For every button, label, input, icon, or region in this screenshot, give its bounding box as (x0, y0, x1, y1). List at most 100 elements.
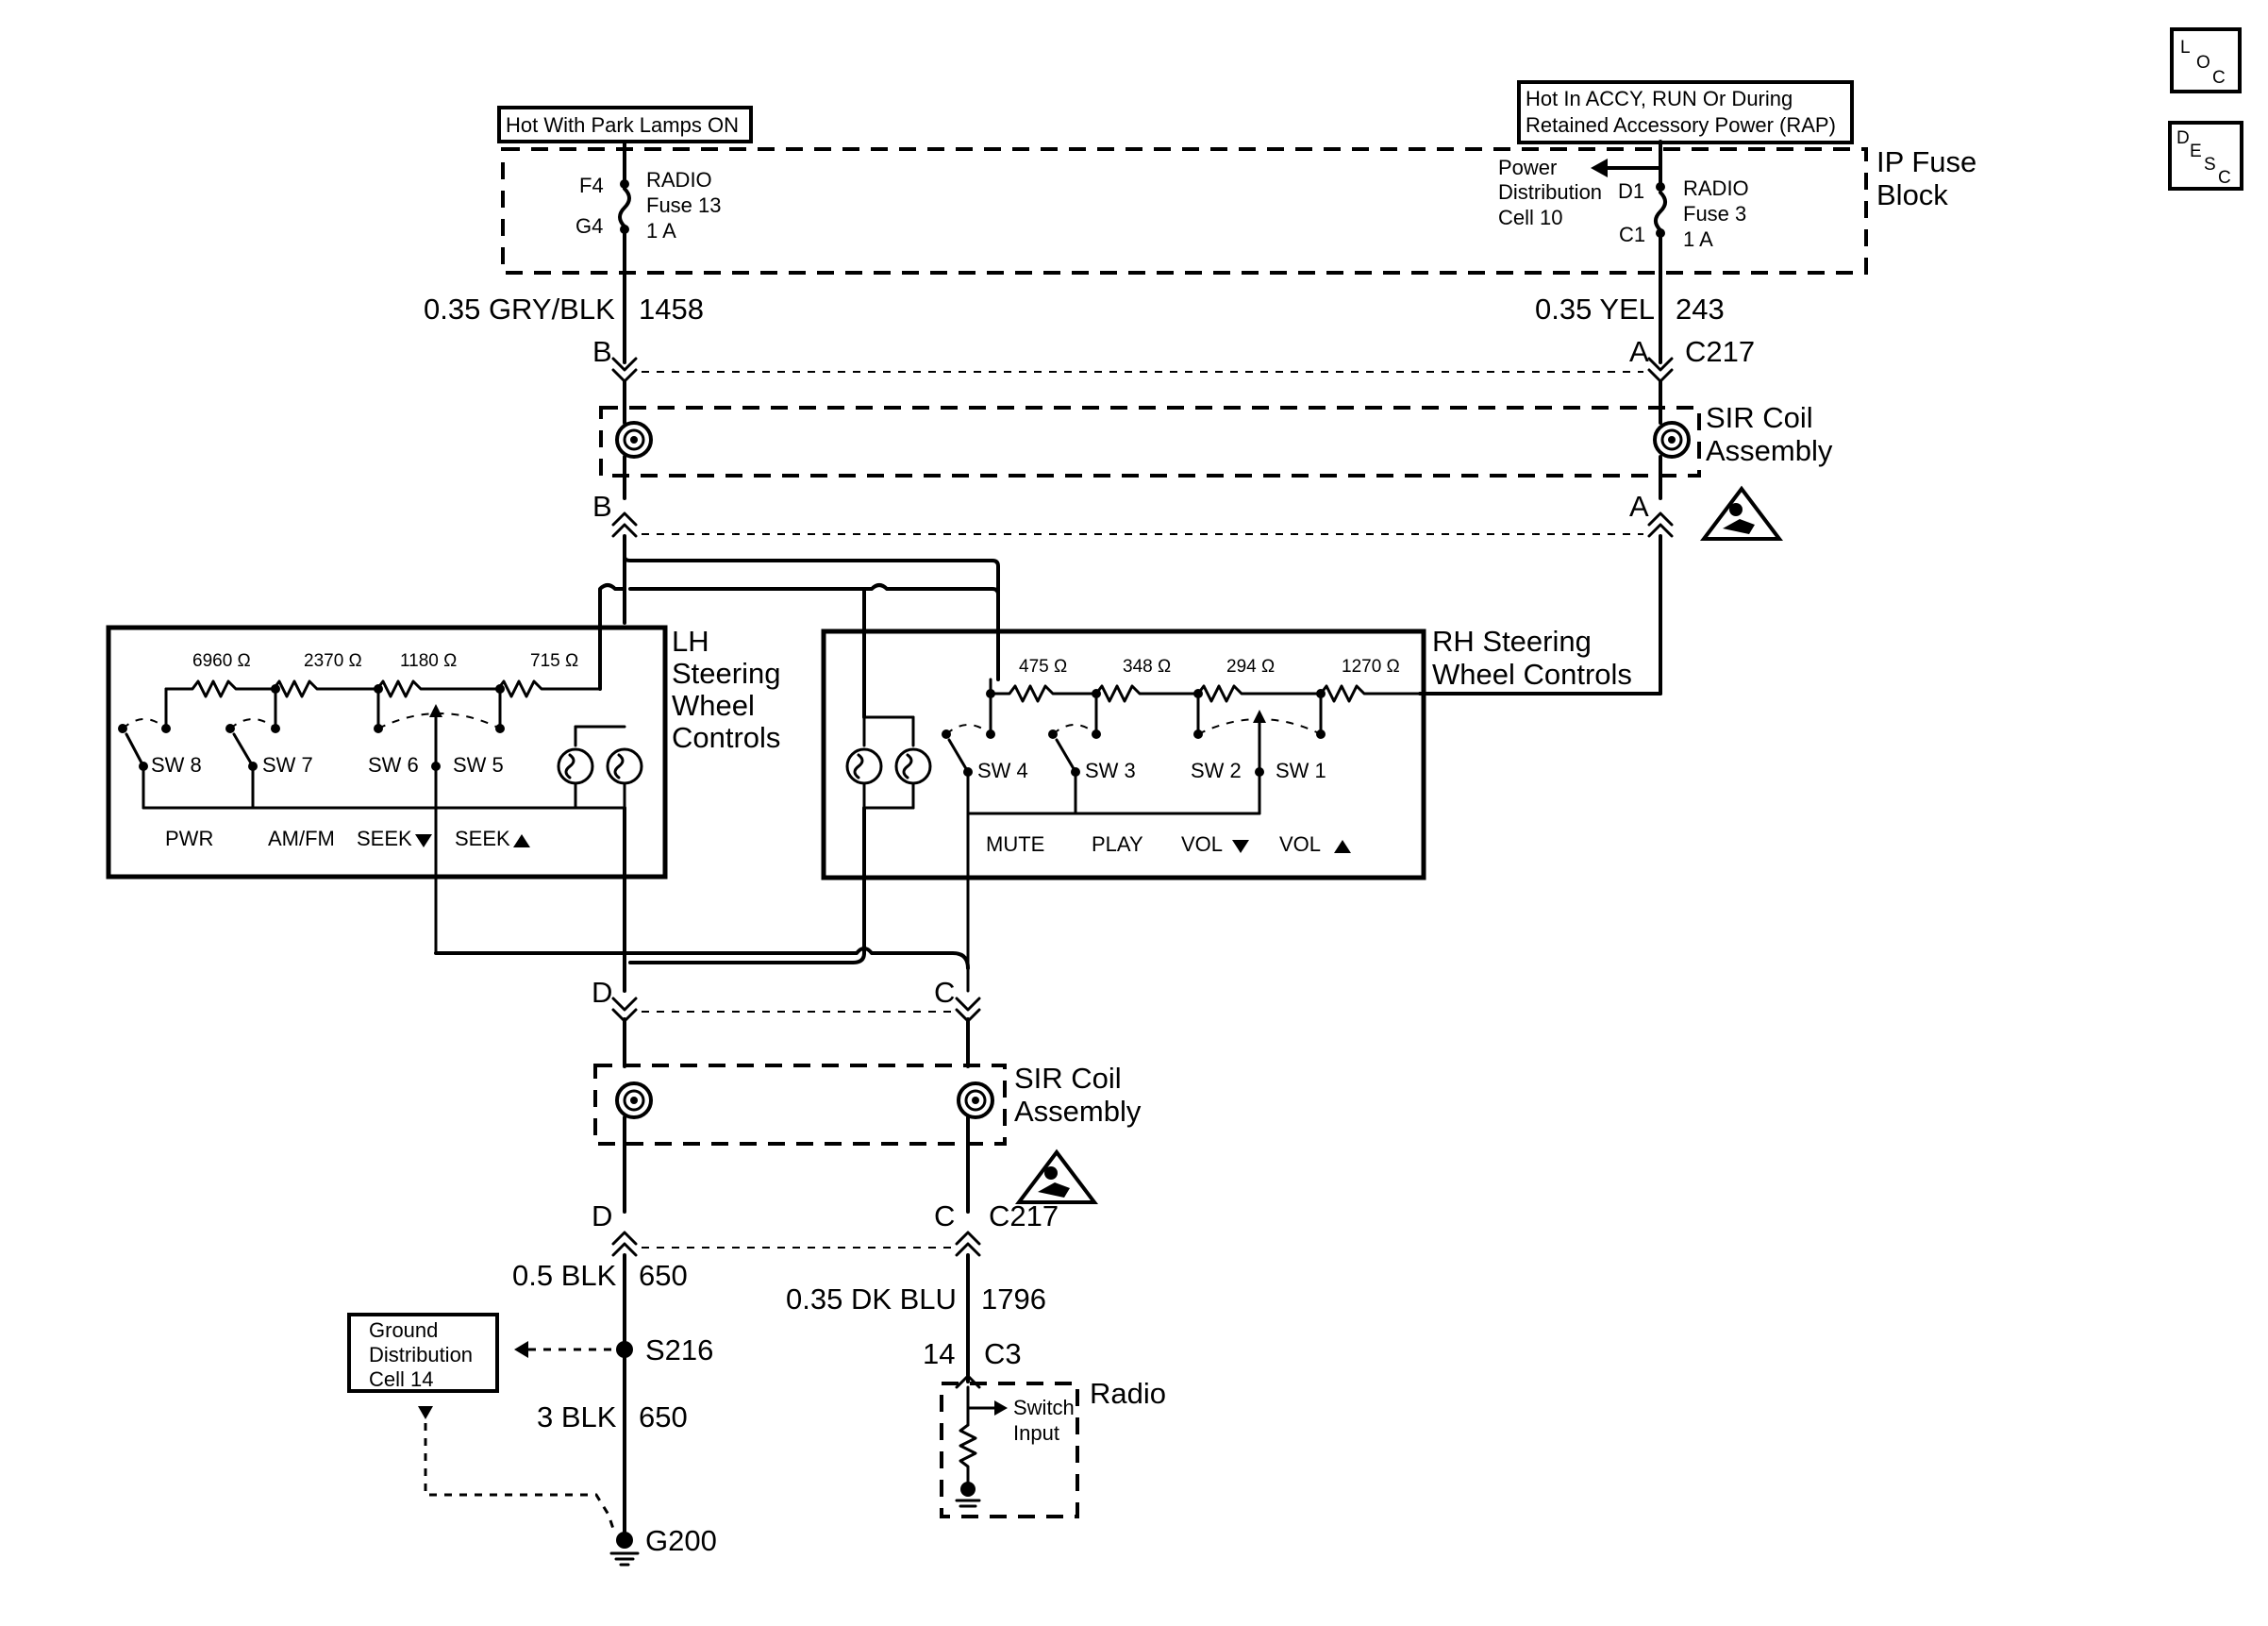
loc-letter-2: O (2196, 53, 2210, 73)
loc-button[interactable]: L O C (2170, 27, 2242, 93)
wire-1458-gauge: 0.35 GRY/BLK (424, 293, 615, 326)
ip-fuse-block-label-line2: Block (1876, 178, 1948, 211)
rh-title-line1: RH Steering (1432, 625, 1592, 658)
ip-fuse-block-outline (501, 147, 1868, 275)
seek-down-arrow-icon (415, 834, 432, 847)
desc-button[interactable]: D E S C (2168, 121, 2243, 191)
wire-243-gauge: 0.35 YEL (1535, 293, 1655, 326)
lh-resistor-3: 1180 Ω (400, 651, 457, 671)
lh-switch-8: SW 8 (151, 753, 202, 777)
accy-label-line1: Hot In ACCY, RUN Or During (1526, 87, 1793, 110)
c217-connector-lower-top (611, 997, 981, 1068)
wire-650-upper-circuit: 650 (639, 1259, 688, 1292)
lh-title-line4: Controls (672, 721, 780, 754)
accy-label-line2: Retained Accessory Power (RAP) (1526, 113, 1836, 137)
accy-label-box: Hot In ACCY, RUN Or During Retained Acce… (1517, 80, 1854, 144)
loc-letter-1: L (2180, 38, 2191, 58)
wire-650-lower-circuit: 650 (639, 1400, 688, 1433)
wire-650-lower-gauge: 3 BLK (537, 1400, 617, 1433)
lh-switch-7: SW 7 (262, 753, 313, 777)
c217-label-top: C217 (1685, 335, 1755, 368)
fuse-3-pin-bottom: C1 (1619, 223, 1645, 246)
rh-function-vol-down: VOL (1181, 832, 1223, 856)
c217-pin-a-top: A (1629, 335, 1649, 368)
lh-resistor-2: 2370 Ω (304, 651, 362, 671)
lh-switches (118, 704, 577, 955)
sir-coil-assembly-top-outline (599, 406, 1701, 478)
sir-coil-top-label-line1: SIR Coil (1706, 401, 1813, 434)
c217-pin-b-bottom: B (592, 490, 612, 523)
park-lamps-label-box: Hot With Park Lamps ON (497, 106, 753, 143)
rh-resistor-3: 294 Ω (1226, 657, 1275, 677)
power-dist-line2: Distribution (1498, 180, 1602, 204)
desc-letter-3: S (2204, 155, 2216, 175)
sir-coil-lower-right-icon (957, 1081, 994, 1214)
desc-letter-1: D (2176, 128, 2190, 148)
ground-distribution-reference[interactable]: Ground Distribution Cell 14 (347, 1313, 499, 1393)
c217-pin-c-top: C (934, 976, 955, 1009)
rh-resistor-4: 1270 Ω (1342, 657, 1400, 677)
ground-dist-line1: Ground (369, 1318, 438, 1342)
wire-243-circuit: 243 (1676, 293, 1725, 326)
fuse-13-label-line3: 1 A (646, 219, 676, 243)
desc-letter-4: C (2218, 168, 2231, 188)
sir-coil-assembly-lower-outline (593, 1064, 1007, 1146)
radio-switch-input-line2: Input (1013, 1421, 1059, 1445)
power-distribution-reference[interactable]: Power Distribution Cell 10 (1498, 156, 1662, 229)
rh-steering-wheel-controls-box (821, 629, 1426, 880)
airbag-warning-icon-lower (1014, 1148, 1099, 1204)
c217-connector-top (611, 357, 1674, 383)
ground-dist-line2: Distribution (369, 1343, 473, 1366)
fuse-13-label-line1: RADIO (646, 168, 712, 192)
c217-label-lower: C217 (989, 1199, 1059, 1232)
c217-pin-c-bottom: C (934, 1199, 955, 1232)
rh-switch-3: SW 3 (1085, 759, 1136, 782)
c217-connector-top-lower (611, 511, 1674, 538)
vol-up-arrow-icon (1334, 840, 1351, 853)
lh-resistor-4: 715 Ω (530, 651, 578, 671)
vol-down-arrow-icon (1232, 840, 1249, 853)
fuse-3-label-line1: RADIO (1683, 176, 1749, 200)
lh-function-seek-down: SEEK (357, 827, 412, 850)
rh-lamps (845, 715, 932, 810)
sir-coil-top-left-icon (615, 379, 653, 500)
rh-switches (942, 710, 1326, 993)
radio-switch-input-circuit (955, 1385, 1008, 1508)
c217-pin-b-top: B (592, 335, 612, 368)
lh-resistor-ladder (164, 621, 602, 730)
airbag-warning-icon-top (1699, 485, 1784, 541)
sir-coil-lower-label-line1: SIR Coil (1014, 1062, 1122, 1095)
ground-g200-label: G200 (645, 1524, 717, 1557)
rh-resistor-2: 348 Ω (1123, 657, 1171, 677)
lh-steering-wheel-controls-box (106, 625, 668, 880)
lh-resistor-1: 6960 Ω (192, 651, 251, 671)
ip-fuse-block-label-line1: IP Fuse (1876, 145, 1976, 178)
radio-fuse-13: F4 G4 RADIO Fuse 13 1 A (575, 140, 722, 243)
rh-switch-1: SW 1 (1276, 759, 1326, 782)
radio-outline (940, 1382, 1079, 1518)
lh-function-pwr: PWR (165, 827, 213, 850)
lh-switch-6: SW 6 (368, 753, 419, 777)
fuse-3-pin-top: D1 (1618, 179, 1644, 203)
wire-1796-gauge: 0.35 DK BLU (786, 1282, 957, 1316)
ground-g200-icon (609, 1532, 640, 1567)
radio-switch-input-line1: Switch (1013, 1396, 1075, 1419)
c217-pin-d-bottom: D (592, 1199, 612, 1232)
sir-coil-top-label-line2: Assembly (1706, 434, 1833, 467)
splice-s216-label: S216 (645, 1333, 713, 1366)
lh-function-seek-up: SEEK (455, 827, 510, 850)
lh-title-line3: Wheel (672, 689, 755, 722)
rh-function-play: PLAY (1092, 832, 1143, 856)
c217-connector-lower-bottom (611, 1231, 981, 1257)
lh-function-am-fm: AM/FM (268, 827, 335, 850)
upper-routing-wires (598, 534, 1662, 719)
rh-resistor-1: 475 Ω (1019, 657, 1067, 677)
c217-pin-a-bottom: A (1629, 490, 1649, 523)
fuse-13-pin-top: F4 (579, 174, 604, 197)
radio-fuse-3: D1 C1 RADIO Fuse 3 1 A (1618, 140, 1749, 251)
sir-coil-lower-left-icon (615, 1081, 653, 1214)
wire-1458-circuit: 1458 (639, 293, 704, 326)
rh-function-vol-up: VOL (1279, 832, 1321, 856)
seek-up-arrow-icon (513, 834, 530, 847)
